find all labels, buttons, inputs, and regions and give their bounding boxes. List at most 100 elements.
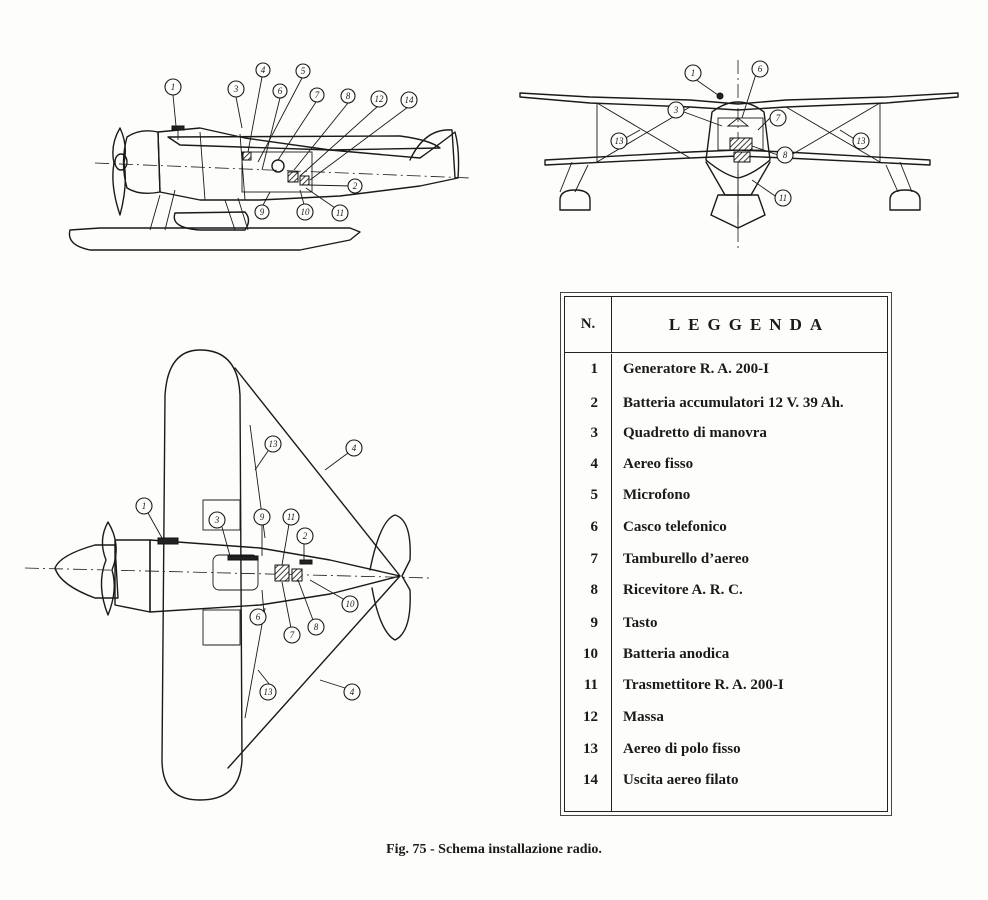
front-view: 1 6 3 7 8 13 13 11 (519, 60, 959, 250)
svg-text:4: 4 (350, 687, 355, 697)
legend-row: 12 Massa (565, 702, 887, 733)
legend-label: Massa (623, 709, 664, 725)
side-callouts: 1 3 4 5 6 7 8 12 14 2 9 10 11 (164, 62, 418, 222)
svg-text:6: 6 (256, 612, 261, 622)
svg-text:1: 1 (142, 501, 147, 511)
svg-text:4: 4 (352, 443, 357, 453)
callout-top-4-lower: 4 (343, 683, 361, 701)
legend-label: Tasto (623, 615, 658, 631)
svg-text:8: 8 (314, 622, 319, 632)
callout-side-3: 3 (227, 80, 245, 98)
callout-front-1: 1 (684, 64, 702, 82)
legend-label: Casco telefonico (623, 519, 727, 535)
legend-label: Batteria accumulatori 12 V. 39 Ah. (623, 395, 844, 411)
svg-text:13: 13 (269, 439, 279, 449)
legend-num: 12 (583, 709, 598, 725)
legend-num: 9 (590, 615, 599, 631)
top-view: 1 3 9 11 2 13 4 6 7 8 10 13 4 (24, 349, 431, 801)
legend-num: 3 (590, 425, 599, 441)
callout-front-13-right: 13 (852, 132, 870, 150)
callout-side-9: 9 (254, 204, 270, 220)
legend-title: LEGGENDA (668, 314, 831, 334)
legend-label: Aereo di polo fisso (623, 741, 741, 757)
callout-side-12: 12 (370, 90, 388, 108)
callout-top-3: 3 (208, 511, 226, 529)
callout-side-7: 7 (309, 87, 325, 103)
svg-text:3: 3 (214, 515, 220, 525)
legend-col-number: N. (565, 297, 612, 352)
svg-text:8: 8 (783, 150, 788, 160)
callout-front-13-left: 13 (610, 132, 628, 150)
top-callouts: 1 3 9 11 2 13 4 6 7 8 10 13 4 (135, 435, 363, 701)
svg-text:7: 7 (290, 630, 295, 640)
callout-front-6: 6 (751, 60, 769, 78)
svg-text:11: 11 (287, 512, 295, 522)
legend-num: 2 (590, 395, 599, 411)
svg-text:14: 14 (405, 95, 415, 105)
svg-text:8: 8 (346, 91, 351, 101)
callout-top-13-upper: 13 (264, 435, 282, 453)
svg-text:5: 5 (301, 66, 306, 76)
legend-label: Microfono (623, 487, 691, 503)
callout-front-7: 7 (769, 109, 787, 127)
svg-text:3: 3 (673, 105, 679, 115)
legend-row: 9 Tasto (565, 608, 887, 639)
svg-text:9: 9 (260, 512, 265, 522)
callout-top-2: 2 (296, 527, 314, 545)
legend-row: 13 Aereo di polo fisso (565, 734, 887, 765)
legend-row: 10 Batteria anodica (565, 639, 887, 670)
callout-side-4: 4 (255, 62, 271, 78)
callout-top-13-lower: 13 (259, 683, 277, 701)
front-callouts: 1 6 3 7 8 13 13 11 (610, 60, 870, 207)
svg-text:13: 13 (615, 136, 625, 146)
legend-row: 2 Batteria accumulatori 12 V. 39 Ah. (565, 388, 887, 419)
callout-front-3: 3 (667, 101, 685, 119)
callout-top-8: 8 (307, 618, 325, 636)
legend-num: 10 (583, 646, 598, 662)
callout-front-8: 8 (776, 146, 794, 164)
callout-side-6: 6 (272, 83, 288, 99)
svg-text:7: 7 (776, 113, 781, 123)
svg-text:7: 7 (315, 90, 320, 100)
figure-caption: Fig. 75 - Schema installazione radio. (386, 842, 602, 857)
callout-front-11: 11 (774, 189, 792, 207)
legend-num: 5 (590, 487, 599, 503)
svg-text:2: 2 (353, 181, 358, 191)
legend-label: Trasmettitore R. A. 200-I (623, 677, 784, 693)
legend-num: 8 (590, 582, 599, 598)
svg-text:10: 10 (301, 207, 311, 217)
svg-text:3: 3 (233, 84, 239, 94)
legend-num: 4 (590, 456, 599, 472)
legend-label: Quadretto di manovra (623, 425, 767, 441)
callout-side-2: 2 (347, 178, 363, 194)
legend-row: 3 Quadretto di manovra (565, 418, 887, 449)
callout-top-11: 11 (282, 508, 300, 526)
svg-text:13: 13 (264, 687, 274, 697)
svg-text:11: 11 (779, 193, 787, 203)
legend-num: 11 (583, 677, 598, 693)
callout-top-4-upper: 4 (345, 439, 363, 457)
svg-text:13: 13 (857, 136, 867, 146)
svg-text:6: 6 (758, 64, 763, 74)
legend-row: 11 Trasmettitore R. A. 200-I (565, 670, 887, 701)
svg-text:11: 11 (336, 208, 344, 218)
svg-text:12: 12 (375, 94, 385, 104)
callout-top-7: 7 (283, 626, 301, 644)
callout-top-6: 6 (249, 608, 267, 626)
legend-num: 13 (583, 741, 598, 757)
callout-side-5: 5 (295, 63, 311, 79)
legend-label: Generatore R. A. 200-I (623, 361, 769, 377)
legend-label: Batteria anodica (623, 646, 730, 662)
svg-text:6: 6 (278, 86, 283, 96)
svg-text:4: 4 (261, 65, 266, 75)
svg-text:1: 1 (691, 68, 696, 78)
